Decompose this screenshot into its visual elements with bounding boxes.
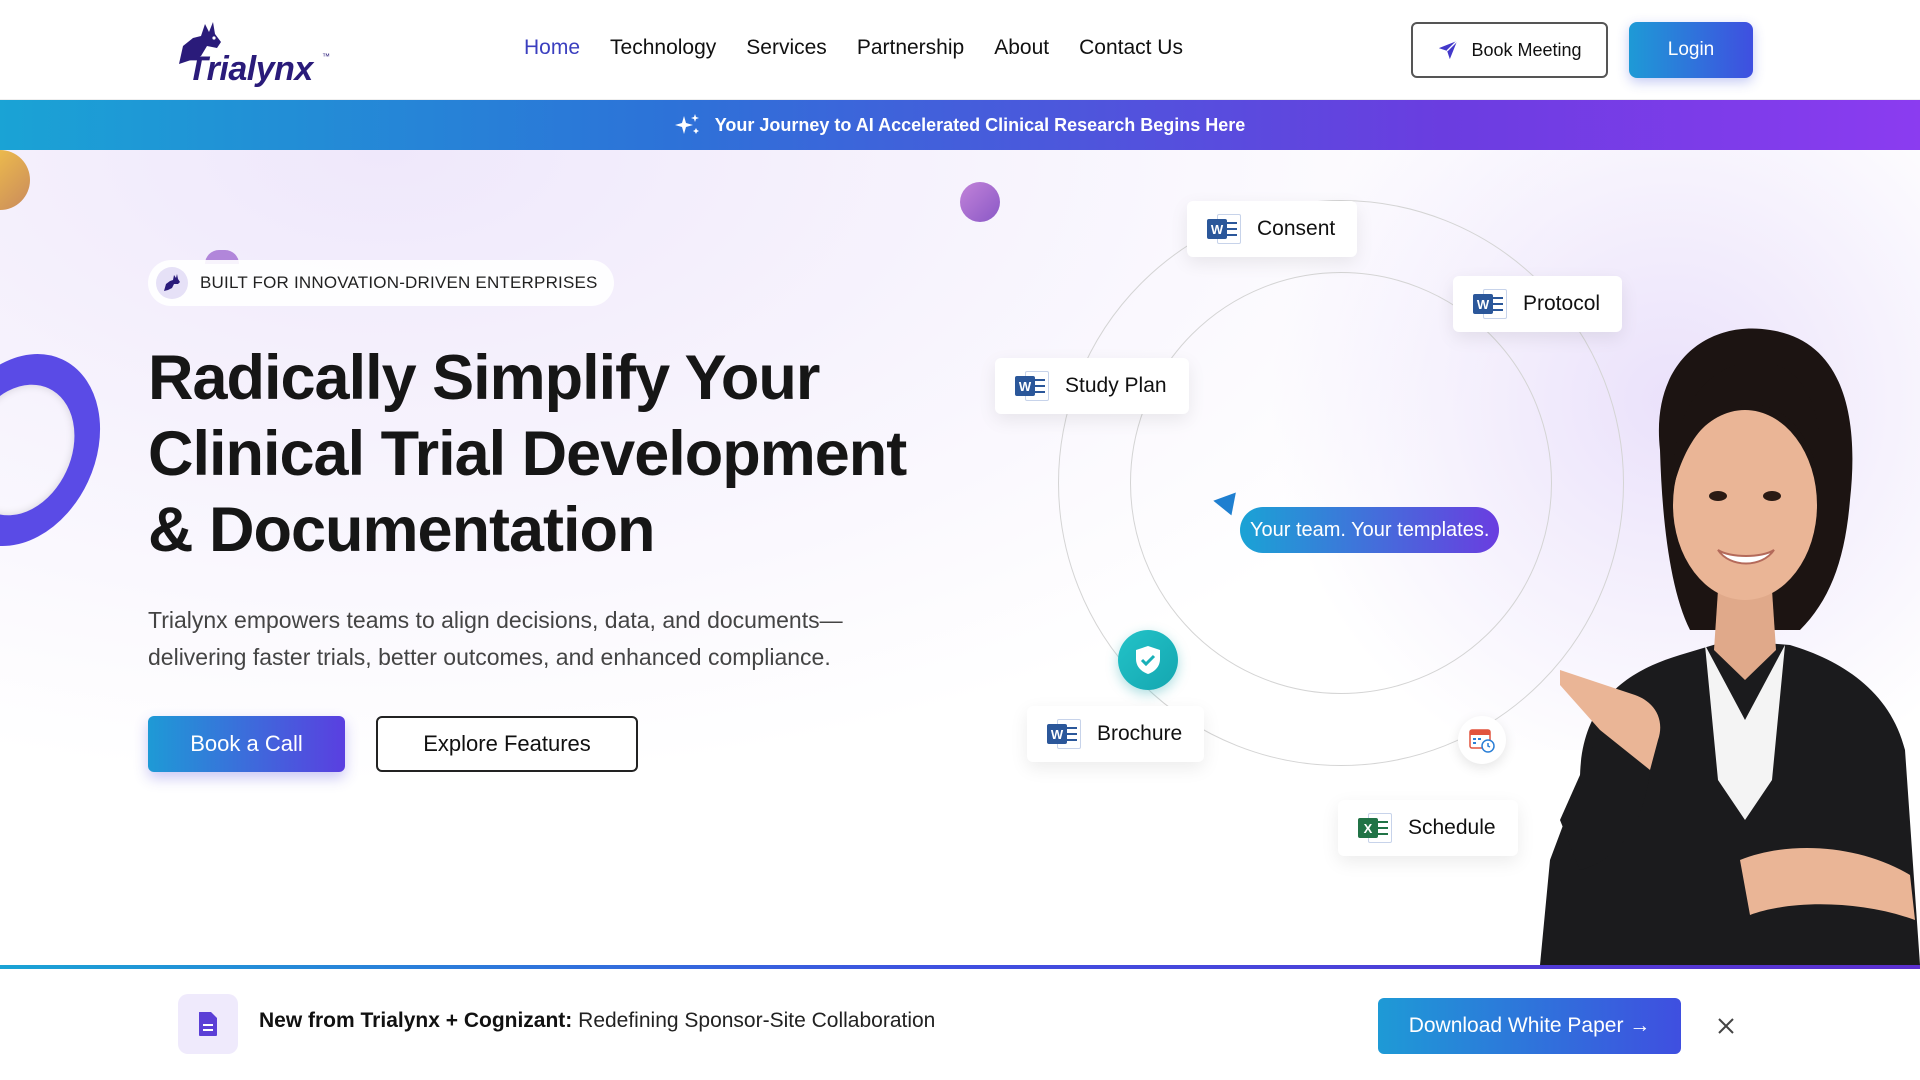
notice-headline: New from Trialynx + Cognizant: <box>259 1009 573 1032</box>
document-card-schedule: X Schedule <box>1338 800 1518 856</box>
eyebrow-lynx-icon <box>156 267 188 299</box>
notice-text: New from Trialynx + Cognizant: Redefinin… <box>259 1009 935 1033</box>
card-label: Brochure <box>1097 722 1183 745</box>
word-document-icon: W <box>1207 212 1243 246</box>
banner-text: Your Journey to AI Accelerated Clinical … <box>714 114 1246 135</box>
explore-features-button[interactable]: Explore Features <box>376 716 638 772</box>
close-icon[interactable] <box>1711 1011 1741 1041</box>
card-label: Protocol <box>1523 292 1601 315</box>
excel-spreadsheet-icon: X <box>1358 811 1394 845</box>
eyebrow-tag: BUILT FOR INNOVATION-DRIVEN ENTERPRISES <box>148 260 614 306</box>
orbit-inner-ring <box>1130 272 1552 694</box>
orbit-outer-ring <box>1058 200 1624 766</box>
whitepaper-notice-bar: New from Trialynx + Cognizant: Redefinin… <box>0 969 1920 1080</box>
hero-section: BUILT FOR INNOVATION-DRIVEN ENTERPRISES … <box>0 150 1920 965</box>
trialynx-logo[interactable]: Trialynx ™ <box>165 14 335 88</box>
card-label: Consent <box>1257 217 1336 240</box>
subtext-line-2: delivering faster trials, better outcome… <box>148 644 831 670</box>
book-a-call-button[interactable]: Book a Call <box>148 716 345 772</box>
decorative-purple-ring <box>0 327 131 573</box>
word-document-icon: W <box>1473 287 1509 321</box>
announcement-banner[interactable]: Your Journey to AI Accelerated Clinical … <box>0 100 1920 150</box>
nav-services[interactable]: Services <box>746 36 827 59</box>
nav-partnership[interactable]: Partnership <box>856 36 965 59</box>
word-document-icon: W <box>1047 717 1083 751</box>
main-nav: Home Technology Services Partnership Abo… <box>524 36 1213 60</box>
document-card-protocol: W Protocol <box>1453 276 1623 332</box>
document-card-consent: W Consent <box>1187 201 1358 257</box>
calendar-clock-icon <box>1458 716 1506 764</box>
card-label: Schedule <box>1408 816 1496 839</box>
businesswoman-pointing-image <box>1540 328 1920 965</box>
lynx-mascot-icon <box>179 22 221 64</box>
hero-subtext: Trialynx empowers teams to align decisio… <box>148 602 908 676</box>
decorative-yellow-orb <box>0 150 30 210</box>
book-meeting-button[interactable]: Book Meeting <box>1411 22 1608 78</box>
subtext-line-1: Trialynx empowers teams to align decisio… <box>148 607 843 633</box>
site-header: Trialynx ™ Home Technology Services Part… <box>0 0 1920 100</box>
document-card-brochure: W Brochure <box>1027 706 1205 762</box>
notice-description: Redefining Sponsor-Site Collaboration <box>572 1009 936 1032</box>
brand-name: Trialynx <box>187 50 313 88</box>
decorative-purple-dot <box>960 182 1000 222</box>
card-label: Study Plan <box>1065 374 1167 397</box>
nav-home[interactable]: Home <box>524 36 581 59</box>
document-icon <box>178 994 238 1054</box>
shield-check-icon <box>1118 630 1178 690</box>
headline-line-3: & Documentation <box>148 495 656 565</box>
nav-contact-us[interactable]: Contact Us <box>1079 36 1183 59</box>
hero-headline: Radically Simplify Your Clinical Trial D… <box>148 340 948 568</box>
headline-line-2: Clinical Trial Development <box>148 419 907 489</box>
your-team-pill: Your team. Your templates. <box>1240 507 1500 553</box>
document-card-study-plan: W Study Plan <box>995 358 1189 414</box>
nav-technology[interactable]: Technology <box>610 36 717 59</box>
headline-line-1: Radically Simplify Your <box>148 343 820 413</box>
nav-about[interactable]: About <box>994 36 1050 59</box>
book-meeting-label: Book Meeting <box>1471 39 1582 60</box>
eyebrow-text: BUILT FOR INNOVATION-DRIVEN ENTERPRISES <box>200 273 598 292</box>
sparkle-icon <box>674 114 699 134</box>
download-white-paper-button[interactable]: Download White Paper → <box>1378 998 1681 1054</box>
login-button[interactable]: Login <box>1629 22 1753 78</box>
paper-plane-icon <box>1439 40 1459 60</box>
brand-trademark: ™ <box>322 52 330 61</box>
notice-accent-line <box>0 965 1920 969</box>
word-document-icon: W <box>1015 369 1051 403</box>
